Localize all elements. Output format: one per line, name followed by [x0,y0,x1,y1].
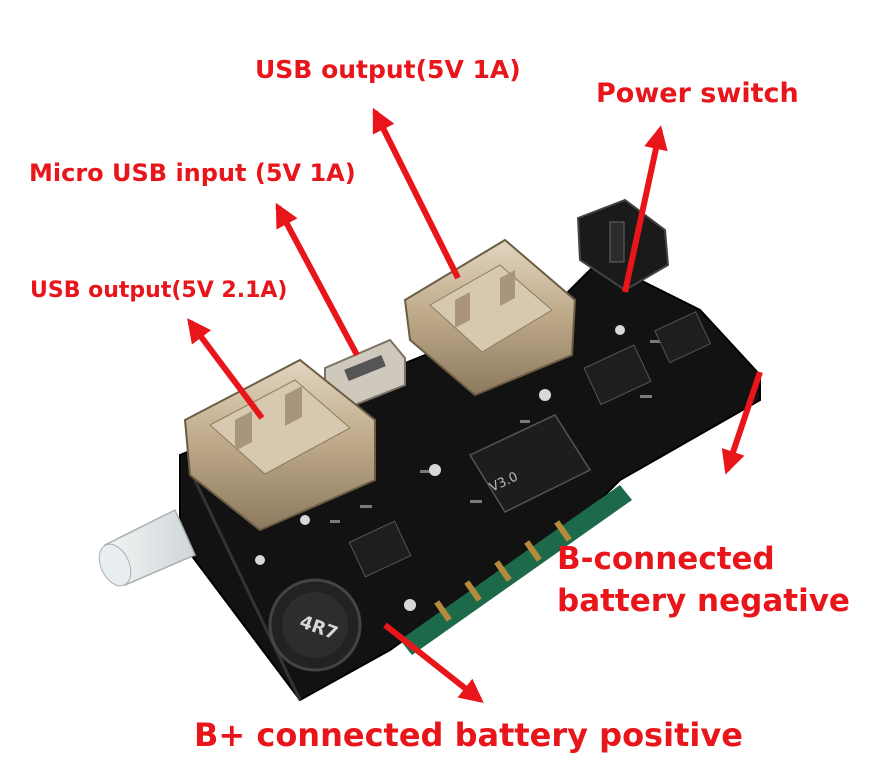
arrow-usb-1a [372,107,461,280]
led [98,508,196,587]
inductor: 4R7 [268,578,362,672]
arrow-b-negative [721,371,763,475]
arrow-usb-2a [187,318,265,420]
main-chip: V3.0 [468,414,592,513]
label-micro-usb-input: Micro USB input (5V 1A) [29,159,356,187]
arrow-power-switch [622,125,668,293]
power-switch [576,198,670,292]
arrow-b-positive [383,622,484,703]
usb-port-1a [403,238,577,397]
small-chip-left [348,520,412,578]
usb-port-2a [183,358,376,532]
label-usb-output-1a: USB output(5V 1A) [255,55,521,84]
annotation-arrows [187,107,763,703]
small-chip-top [654,311,712,364]
label-power-switch: Power switch [596,78,799,109]
label-b-positive: B+ connected battery positive [194,716,743,754]
small-chip-right [583,344,652,406]
label-usb-output-2a: USB output(5V 2.1A) [30,278,288,303]
label-b-negative-line2: battery negative [557,583,850,619]
label-b-negative-line1: B-connected [557,541,775,577]
battery-edge-strip [400,485,632,655]
arrow-micro-usb [275,202,360,357]
